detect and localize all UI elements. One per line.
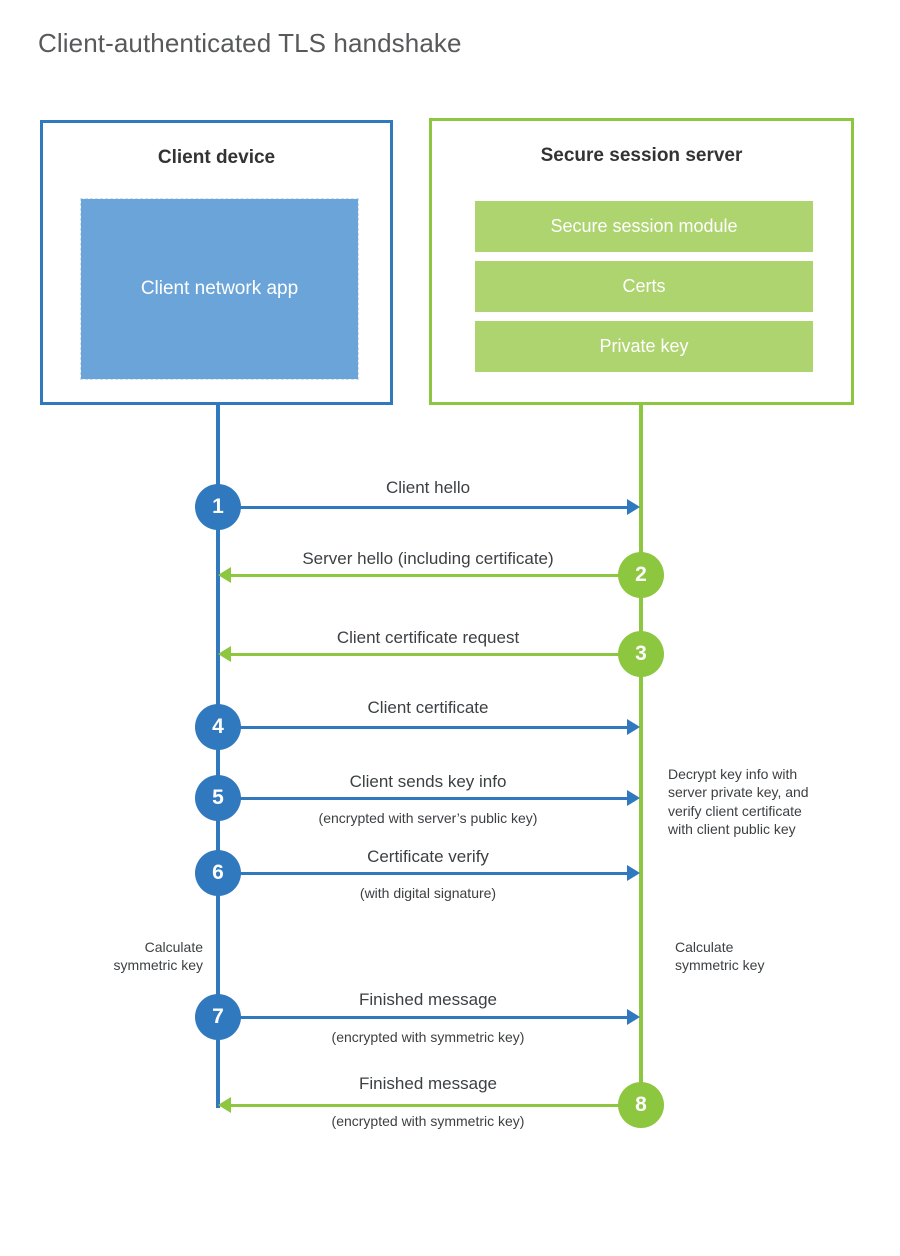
- client-lifeline: [216, 404, 220, 1108]
- message-7-line: [218, 1016, 628, 1019]
- annotation-line: verify client certificate: [668, 802, 802, 819]
- step-circle-7[interactable]: 7: [195, 994, 241, 1040]
- page-title: Client-authenticated TLS handshake: [38, 28, 462, 58]
- message-5-sublabel: (encrypted with server’s public key): [318, 810, 538, 826]
- message-7-sublabel: (encrypted with symmetric key): [331, 1029, 525, 1045]
- step-number: 7: [212, 1005, 224, 1028]
- message-5-arrowhead-icon: [627, 790, 640, 806]
- server-component-certs: Certs: [475, 261, 813, 312]
- server-component-secure-session-module: Secure session module: [475, 201, 813, 252]
- step-circle-3[interactable]: 3: [618, 631, 664, 677]
- server-component-label: Secure session module: [550, 216, 738, 236]
- step-circle-2[interactable]: 2: [618, 552, 664, 598]
- server-component-private-key: Private key: [475, 321, 813, 372]
- server-decrypt-annotation: Decrypt key info with server private key…: [668, 765, 848, 839]
- annotation-line: Decrypt key info with: [668, 766, 798, 782]
- client-network-app-label: Client network app: [140, 278, 299, 300]
- step-number: 2: [635, 563, 647, 586]
- client-device-title: Client device: [157, 147, 276, 168]
- step-circle-1[interactable]: 1: [195, 484, 241, 530]
- step-circle-5[interactable]: 5: [195, 775, 241, 821]
- client-network-app-block: Client network app: [80, 198, 359, 380]
- server-lifeline: [639, 404, 643, 1106]
- step-number: 6: [212, 861, 224, 884]
- message-6-sublabel: (with digital signature): [359, 885, 497, 901]
- message-4-line: [218, 726, 628, 729]
- message-6-line: [218, 872, 628, 875]
- server-calculate-symmetric-key-annotation: Calculate symmetric key: [675, 938, 850, 975]
- annotation-line: Calculate: [675, 939, 734, 955]
- message-8-label: Finished message: [359, 1074, 497, 1093]
- step-number: 1: [212, 495, 224, 518]
- step-number: 8: [635, 1093, 647, 1116]
- message-7-label: Finished message: [359, 990, 497, 1009]
- secure-session-server-title: Secure session server: [540, 145, 743, 166]
- step-number: 5: [212, 786, 224, 809]
- message-4-label: Client certificate: [367, 698, 489, 717]
- step-number: 3: [635, 642, 647, 665]
- message-1-arrowhead-icon: [627, 499, 640, 515]
- step-circle-4[interactable]: 4: [195, 704, 241, 750]
- server-component-label: Private key: [599, 336, 689, 356]
- secure-session-server-box: Secure session server Secure session mod…: [429, 118, 854, 405]
- message-1-line: [218, 506, 628, 509]
- message-2-line: [231, 574, 641, 577]
- message-5-line: [218, 797, 628, 800]
- message-3-label: Client certificate request: [336, 628, 520, 647]
- message-1-label: Client hello: [385, 478, 471, 497]
- message-7-arrowhead-icon: [627, 1009, 640, 1025]
- message-8-line: [231, 1104, 641, 1107]
- annotation-line: server private key, and: [668, 784, 809, 801]
- message-3-arrowhead-icon: [218, 646, 231, 662]
- message-5-label: Client sends key info: [349, 772, 507, 791]
- server-component-list: Secure session module Certs Private key: [475, 201, 813, 372]
- server-component-label: Certs: [622, 276, 666, 296]
- client-calculate-symmetric-key-annotation: Calculate symmetric key: [48, 938, 203, 975]
- annotation-line: with client public key: [668, 821, 796, 838]
- annotation-line: Calculate: [144, 939, 203, 955]
- message-6-arrowhead-icon: [627, 865, 640, 881]
- step-circle-8[interactable]: 8: [618, 1082, 664, 1128]
- annotation-line: symmetric key: [675, 957, 765, 974]
- client-device-box: Client device Client network app: [40, 120, 393, 405]
- annotation-line: symmetric key: [113, 957, 203, 974]
- message-8-arrowhead-icon: [218, 1097, 231, 1113]
- step-circle-6[interactable]: 6: [195, 850, 241, 896]
- message-3-line: [231, 653, 641, 656]
- message-4-arrowhead-icon: [627, 719, 640, 735]
- message-6-label: Certificate verify: [367, 847, 489, 866]
- step-number: 4: [212, 715, 224, 738]
- message-2-label: Server hello (including certificate): [302, 549, 554, 568]
- message-8-sublabel: (encrypted with symmetric key): [331, 1113, 525, 1129]
- message-2-arrowhead-icon: [218, 567, 231, 583]
